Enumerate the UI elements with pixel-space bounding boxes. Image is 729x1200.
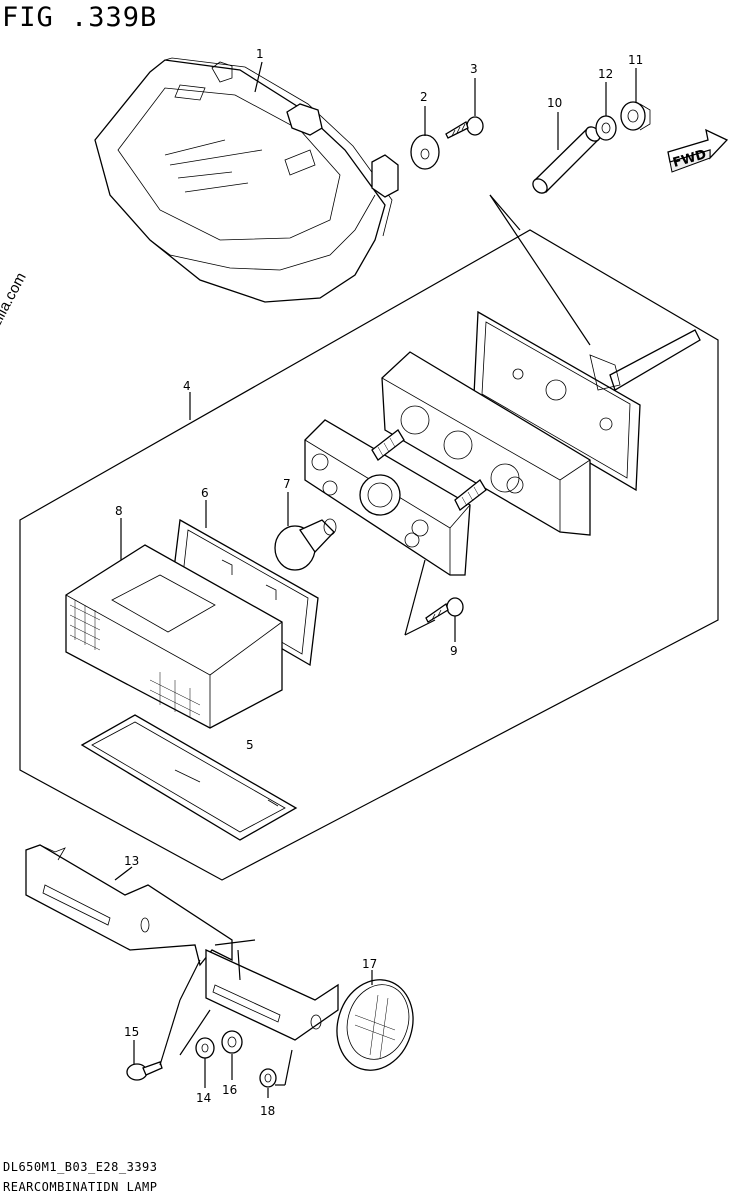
callout-10: 10 <box>547 96 562 110</box>
callout-9: 9 <box>450 644 458 658</box>
callout-2: 2 <box>420 90 428 104</box>
leader-9-b <box>404 619 436 636</box>
part-12-washer[interactable] <box>595 115 617 141</box>
part-15-bolt[interactable] <box>126 1061 163 1081</box>
callout-5: 5 <box>246 738 254 752</box>
fwd-arrow-icon: FWD <box>667 128 729 173</box>
part-13-bracket[interactable] <box>25 844 339 1041</box>
callout-4: 4 <box>183 379 191 393</box>
callout-14: 14 <box>196 1091 211 1105</box>
callout-7: 7 <box>283 477 291 491</box>
leader-13 <box>114 866 133 881</box>
part-5-plate-gasket[interactable] <box>80 714 298 841</box>
leader-13-c <box>237 949 241 981</box>
part-lamp-base[interactable] <box>381 351 591 536</box>
leader-18-a <box>284 1049 293 1086</box>
callout-17: 17 <box>362 957 377 971</box>
leader-15-a <box>159 999 181 1066</box>
callout-8: 8 <box>115 504 123 518</box>
part-3-screw[interactable] <box>445 116 484 139</box>
figure-title: FIG .339B <box>2 2 158 33</box>
callout-1: 1 <box>256 47 264 61</box>
leader-9-a <box>404 559 426 636</box>
callout-6: 6 <box>201 486 209 500</box>
part-17-reflector[interactable] <box>326 970 425 1080</box>
part-9-screw[interactable] <box>425 597 464 623</box>
callout-3: 3 <box>470 62 478 76</box>
part-2-washer[interactable] <box>410 134 440 170</box>
leader-14-a <box>179 1009 211 1056</box>
callout-11: 11 <box>628 53 643 67</box>
leader-1 <box>254 61 263 93</box>
callout-12: 12 <box>598 67 613 81</box>
leader-13-a <box>179 959 201 1001</box>
leader-13-b <box>214 939 256 946</box>
callout-13: 13 <box>124 854 139 868</box>
part-1-tail-lamp-housing[interactable] <box>94 57 399 303</box>
part-14-nut[interactable] <box>195 1037 215 1059</box>
callout-15: 15 <box>124 1025 139 1039</box>
wire-harness[interactable] <box>609 329 701 391</box>
assembly-4-outline <box>19 229 719 881</box>
part-10-spacer[interactable] <box>530 124 603 196</box>
leader-assembly-link <box>489 194 591 346</box>
diagram-name: REARCOMBINATIDN LAMP <box>3 1180 158 1194</box>
part-16-grommet[interactable] <box>221 1030 243 1054</box>
part-11-grommet[interactable] <box>620 101 651 131</box>
part-rear-gasket[interactable] <box>473 310 641 492</box>
part-8-lens[interactable] <box>65 544 283 729</box>
part-18-nut[interactable] <box>259 1068 277 1088</box>
callout-16: 16 <box>222 1083 237 1097</box>
lens-reflector-pattern <box>69 600 201 718</box>
part-socket-plate[interactable] <box>304 419 487 576</box>
diagram-code: DL650M1_B03_E28_3393 <box>3 1160 158 1174</box>
leader-assembly-link-2 <box>489 194 521 231</box>
callout-18: 18 <box>260 1104 275 1118</box>
part-7-bulb[interactable] <box>274 518 337 571</box>
